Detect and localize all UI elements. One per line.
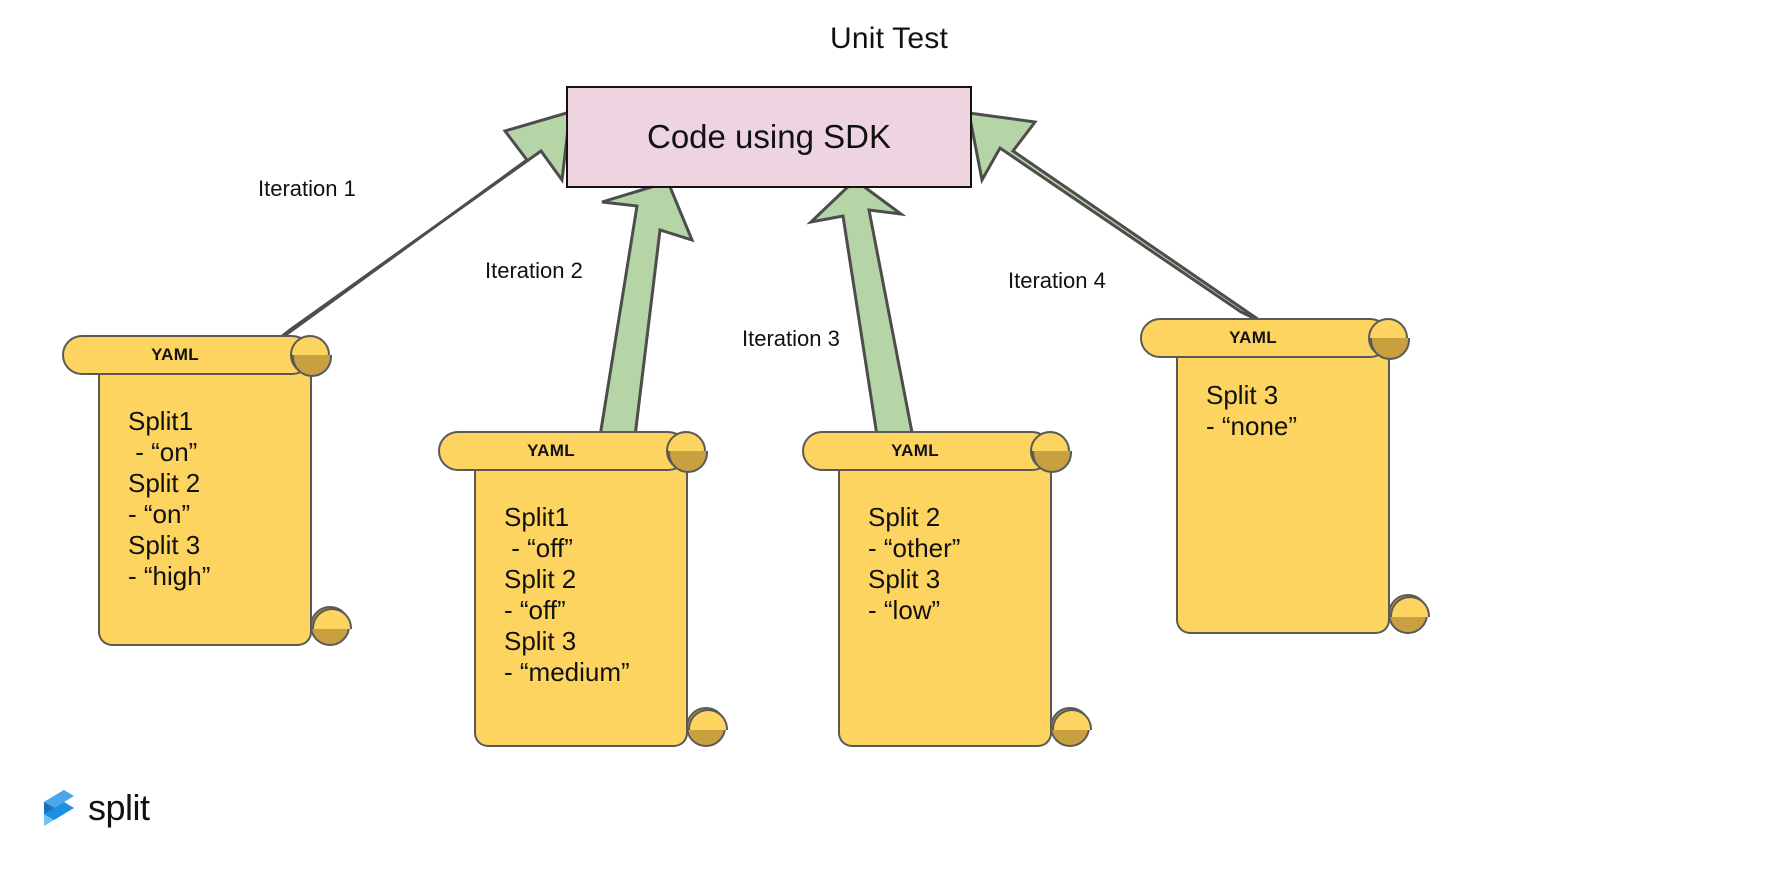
scroll-header: YAML xyxy=(1140,318,1390,358)
scroll-curl-top-icon xyxy=(1030,431,1072,473)
scroll-curl-bottom-icon xyxy=(1388,594,1430,634)
scroll-curl-bottom-icon xyxy=(686,707,728,747)
label-iteration-3: Iteration 3 xyxy=(742,326,840,351)
yaml-scroll-4[interactable]: YAML Split 3 - “none” xyxy=(1140,318,1430,648)
split-logo-mark-icon xyxy=(44,790,74,826)
label-iteration-4: Iteration 4 xyxy=(1008,268,1106,293)
scroll-content: Split 3 - “none” xyxy=(1206,380,1298,441)
scroll-header: YAML xyxy=(802,431,1052,471)
scroll-body xyxy=(98,363,312,646)
scroll-curl-top-icon xyxy=(1368,318,1410,360)
scroll-header: YAML xyxy=(62,335,312,375)
scroll-curl-bottom-icon xyxy=(310,606,352,646)
scroll-content: Split 2 - “other” Split 3 - “low” xyxy=(868,502,961,625)
scroll-body xyxy=(1176,346,1390,634)
scroll-curl-top-icon xyxy=(666,431,708,473)
code-using-sdk-box[interactable]: Code using SDK xyxy=(566,86,972,188)
arrow-iteration-3 xyxy=(806,178,917,457)
scroll-curl-bottom-icon xyxy=(1050,707,1092,747)
page-title: Unit Test xyxy=(830,22,948,55)
scroll-header-label: YAML xyxy=(891,441,939,460)
scroll-content: Split1 - “off” Split 2 - “off” Split 3 -… xyxy=(504,502,630,687)
yaml-scroll-3[interactable]: YAML Split 2 - “other” Split 3 - “low” xyxy=(802,431,1092,761)
split-logo-wordmark: split xyxy=(88,787,150,828)
split-logo: split xyxy=(30,780,170,836)
label-iteration-2: Iteration 2 xyxy=(485,258,583,283)
scroll-header: YAML xyxy=(438,431,688,471)
arrow-iteration-1 xyxy=(261,109,572,354)
scroll-content: Split1 - “on” Split 2 - “on” Split 3 - “… xyxy=(128,406,211,591)
label-iteration-1: Iteration 1 xyxy=(258,176,356,201)
yaml-scroll-2[interactable]: YAML Split1 - “off” Split 2 - “off” Spli… xyxy=(438,431,728,761)
scroll-curl-top-icon xyxy=(290,335,332,377)
yaml-scroll-1[interactable]: YAML Split1 - “on” Split 2 - “on” Split … xyxy=(62,335,352,660)
scroll-body xyxy=(838,459,1052,747)
scroll-header-label: YAML xyxy=(1229,328,1277,347)
sdk-box-label: Code using SDK xyxy=(647,118,891,155)
scroll-header-label: YAML xyxy=(151,345,199,364)
scroll-body xyxy=(474,459,688,747)
arrow-iteration-2 xyxy=(595,180,695,463)
scroll-header-label: YAML xyxy=(527,441,575,460)
